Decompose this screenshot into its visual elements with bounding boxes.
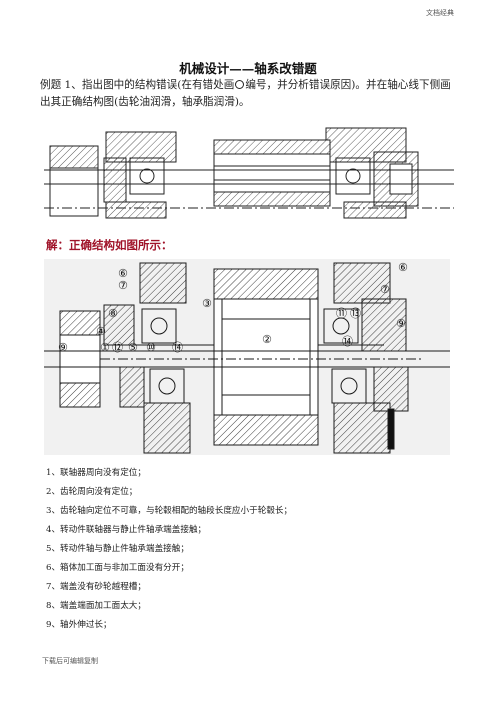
problem-statement: 例题 1、指出图中的结构错误(在有错处画编号，并分析错误原因)。并在轴心线下侧画… (40, 77, 456, 111)
error-label: ⑭ (342, 335, 353, 348)
list-item: 8、端盖端面加工面太大； (46, 601, 146, 611)
list-item: 5、转动件轴与静止件轴承端盖接触； (46, 544, 189, 554)
error-label: ⑨ (58, 341, 68, 354)
error-label: ② (262, 333, 272, 346)
list-item: 1、联轴器周向没有定位； (46, 468, 146, 478)
page-title: 机械设计——轴系改错题 (179, 61, 317, 76)
problem-text-start: 例题 1、指出图中的结构错误(在有错处画 (40, 79, 235, 91)
list-item: 6、箱体加工面与非加工面没有分开； (46, 563, 189, 573)
shaft-assembly-figure (44, 127, 454, 219)
error-label: ⑥ (118, 267, 128, 280)
error-label: ⑥ (398, 261, 408, 274)
footer-note: 下载后可编辑复制 (42, 657, 98, 665)
error-label: ⑧ (108, 307, 118, 320)
solution-heading: 解：正确结构如图所示： (46, 238, 173, 252)
error-label: ⑩ (146, 341, 156, 354)
error-label: ⑪ (336, 307, 347, 320)
list-item: 9、轴外伸过长； (46, 620, 112, 630)
list-item: 3、齿轮轴向定位不可靠，与轮毂相配的轴段长度应小于轮毂长； (46, 506, 293, 516)
error-label: ① (100, 341, 110, 354)
list-item: 2、齿轮周向没有定位； (46, 487, 138, 497)
error-label: ⑦ (118, 279, 128, 292)
error-label: ③ (202, 297, 212, 310)
header-note: 文档经典 (426, 9, 454, 17)
list-item: 4、转动件联轴器与静止件轴承端盖接触； (46, 525, 207, 535)
circle-mark-icon (235, 80, 245, 89)
error-label: ⑬ (350, 307, 361, 320)
error-label: ④ (96, 325, 106, 338)
error-label: ⑦ (380, 283, 390, 296)
corrected-structure-figure: ⑥ ⑦ ⑧ ④ ⑨ ① ⑫ ⑤ ⑩ ⑭ ③ ② ⑪ ⑬ ⑭ ⑥ ⑦ ⑨ (44, 259, 450, 455)
problem-text-end: 编号，并分析错误原因)。并在轴心线下侧画出其正确结构图(齿轮油润滑，轴承脂润滑)… (40, 79, 451, 108)
error-label: ⑤ (128, 341, 138, 354)
error-label: ⑭ (172, 341, 183, 354)
error-label: ⑫ (112, 341, 123, 354)
error-label: ⑨ (396, 317, 406, 330)
list-item: 7、端盖没有砂轮越程槽； (46, 582, 146, 592)
error-list: 1、联轴器周向没有定位； 2、齿轮周向没有定位； 3、齿轮轴向定位不可靠，与轮毂… (46, 464, 292, 635)
